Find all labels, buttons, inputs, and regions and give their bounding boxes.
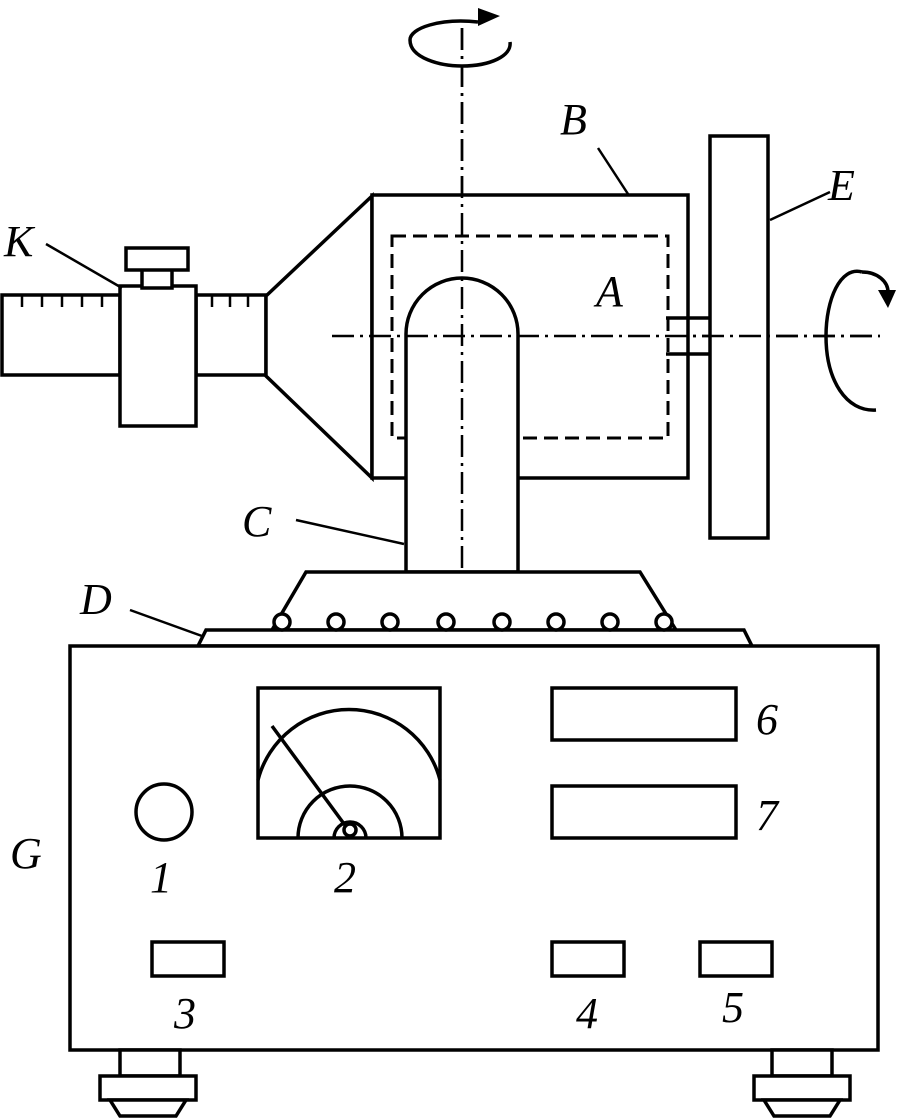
control-housing-g bbox=[68, 644, 880, 1052]
rotating-base-d bbox=[195, 570, 755, 648]
foot-right bbox=[752, 1048, 852, 1118]
switch-3 bbox=[150, 940, 226, 978]
label-5: 5 bbox=[722, 983, 744, 1032]
micrometer-k bbox=[0, 191, 374, 483]
switch-5 bbox=[698, 940, 774, 978]
meter-2 bbox=[256, 686, 442, 840]
label-3: 3 bbox=[173, 989, 196, 1038]
label-k: K bbox=[3, 217, 36, 266]
support-column-c bbox=[332, 28, 880, 574]
knob-1 bbox=[134, 782, 194, 842]
label-g: G bbox=[10, 829, 42, 878]
label-1: 1 bbox=[150, 853, 172, 902]
label-b: B bbox=[560, 95, 587, 144]
label-6: 6 bbox=[756, 695, 778, 744]
display-7 bbox=[550, 784, 738, 840]
foot-left bbox=[98, 1048, 198, 1118]
label-d: D bbox=[79, 575, 112, 624]
label-7: 7 bbox=[756, 791, 780, 840]
leader-lines bbox=[45, 147, 831, 638]
display-6 bbox=[550, 686, 738, 742]
label-4: 4 bbox=[576, 989, 598, 1038]
switch-4 bbox=[550, 940, 626, 978]
meter-needle bbox=[270, 724, 352, 834]
label-e: E bbox=[827, 161, 855, 210]
base-bearings bbox=[272, 612, 674, 632]
micrometer-scale-ticks bbox=[20, 295, 250, 307]
label-2: 2 bbox=[334, 853, 356, 902]
label-c: C bbox=[242, 497, 272, 546]
label-a: A bbox=[593, 267, 624, 316]
frame-a bbox=[390, 234, 670, 440]
